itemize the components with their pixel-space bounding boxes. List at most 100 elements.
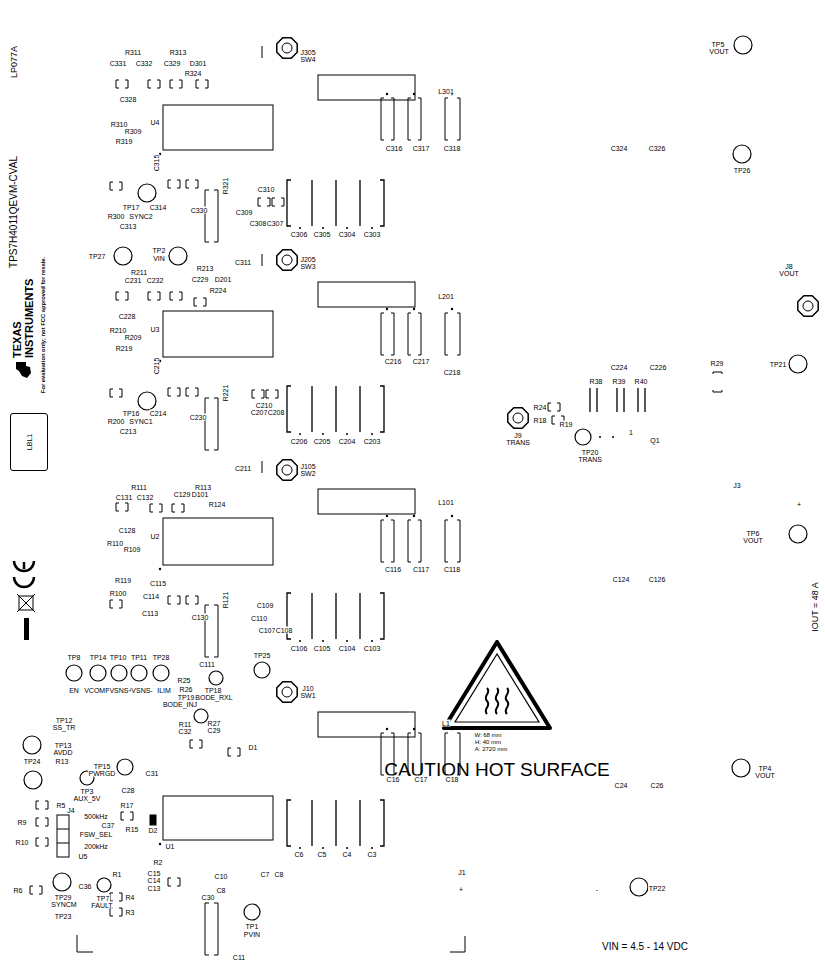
output-pad <box>798 296 818 316</box>
silkscreen-mark <box>159 568 161 570</box>
silkscreen-mark <box>138 392 156 410</box>
silkscreen-label: SW4 <box>300 56 316 63</box>
silkscreen-label: J3 <box>733 482 741 489</box>
silkscreen-label: VOUT <box>743 537 763 544</box>
jumper-header <box>57 815 69 857</box>
silkscreen-mark <box>148 292 160 300</box>
silkscreen-mark <box>258 198 270 206</box>
silkscreen-label: C8 <box>274 871 284 878</box>
silkscreen-label: C37 <box>101 822 115 829</box>
output-capacitors <box>381 308 460 355</box>
silkscreen-label: R211 <box>130 269 147 276</box>
silkscreen-mark <box>630 878 648 896</box>
silkscreen-label: AUX_5V <box>73 795 101 802</box>
silkscreen-label: C130 <box>191 614 209 621</box>
silkscreen-label: C6 <box>294 851 304 858</box>
silkscreen-mark <box>272 198 284 206</box>
silkscreen-label: C231 <box>124 277 142 284</box>
silkscreen-mark <box>121 812 133 820</box>
transistor-dots <box>599 436 614 438</box>
silkscreen-label: VOUT <box>755 772 775 779</box>
ic-outline <box>163 105 273 150</box>
silkscreen-mark <box>170 292 182 300</box>
silkscreen-label: TP17 <box>122 204 140 211</box>
silkscreen-label: R113 <box>194 484 211 491</box>
silkscreen-label: VOUT <box>779 270 799 277</box>
silkscreen-label: C303 <box>363 231 381 238</box>
silkscreen-label: C218 <box>443 369 461 376</box>
silkscreen-label: TP5 <box>711 41 725 48</box>
input-capacitors <box>287 386 384 435</box>
silkscreen-mark <box>734 36 752 54</box>
silkscreen-label: TP15 <box>93 763 111 770</box>
regulator-outlines <box>163 75 415 840</box>
silkscreen-mark <box>172 504 184 512</box>
silkscreen-mark <box>110 600 122 608</box>
silkscreen-mark <box>36 801 48 809</box>
silkscreen-label: VCOMP <box>84 687 111 694</box>
capacitor-outline <box>205 398 218 450</box>
silkscreen-label: C117 <box>412 566 429 573</box>
silkscreen-mark <box>186 180 198 188</box>
silkscreen-label: R2 <box>153 859 163 866</box>
silkscreen-label: TP8 <box>67 654 81 661</box>
silkscreen-mark <box>24 771 42 789</box>
silkscreen-mark <box>789 355 807 373</box>
silkscreen-label: TP21 <box>769 361 787 368</box>
silkscreen-mark <box>168 388 180 396</box>
silkscreen-label: R100 <box>109 590 127 597</box>
silkscreen-mark <box>116 80 128 88</box>
silkscreen-label: R121 <box>222 591 229 609</box>
silkscreen-label: C309 <box>235 209 253 216</box>
silkscreen-mark <box>150 504 162 512</box>
silkscreen-label: TP25 <box>253 652 271 659</box>
silkscreen-label: D2 <box>148 827 158 834</box>
silkscreen-mark <box>14 561 34 571</box>
silkscreen-label: C315 <box>153 154 160 172</box>
silkscreen-label: VSNS- <box>131 687 153 694</box>
silkscreen-label: TP10 <box>109 654 127 661</box>
silkscreen-mark <box>612 436 614 438</box>
silkscreen-mark <box>168 180 180 188</box>
silkscreen-label: C104 <box>338 645 356 652</box>
inductor-outline <box>318 75 415 100</box>
silkscreen-label: SYNCM <box>51 901 77 908</box>
silkscreen-label: C106 <box>290 645 308 652</box>
silkscreen-label: C124 <box>612 576 630 583</box>
silkscreen-label: C105 <box>313 645 331 652</box>
silkscreen-label: R213 <box>196 265 214 272</box>
heat-wave <box>486 688 489 714</box>
silkscreen-label: TP19 <box>177 694 195 701</box>
switch-node-pad <box>277 38 297 58</box>
silkscreen-label: C30 <box>201 894 215 901</box>
silkscreen-label: C318 <box>443 145 461 152</box>
silkscreen-label: SS_TR <box>52 724 76 731</box>
silkscreen-label: C5 <box>317 851 327 858</box>
silkscreen-label: R19 <box>559 421 573 428</box>
silkscreen-label: C26 <box>650 782 664 789</box>
silkscreen-mark <box>209 671 223 685</box>
silkscreen-label: FSW_SEL <box>79 831 113 838</box>
diode-mark <box>150 815 156 825</box>
silkscreen-mark <box>23 736 41 754</box>
heat-wave <box>506 688 509 714</box>
silkscreen-label: FAULT <box>91 902 113 909</box>
silkscreen-label: TP12 <box>55 717 73 724</box>
silkscreen-label: C132 <box>136 494 154 501</box>
silkscreen-mark <box>30 886 42 894</box>
silkscreen-label: R210 <box>109 327 127 334</box>
silkscreen-label: C11 <box>232 954 245 961</box>
silkscreen-mark <box>196 80 208 88</box>
silkscreen-mark <box>732 759 750 777</box>
silkscreen-label: C111 <box>199 661 216 668</box>
silkscreen-mark <box>548 403 560 411</box>
ic-outline <box>163 311 273 357</box>
output-capacitors <box>381 515 460 562</box>
silkscreen-mark <box>599 436 601 438</box>
silkscreen-mark <box>97 878 111 892</box>
silkscreen-label: Q1 <box>650 437 660 444</box>
silkscreen-label: R25 <box>177 677 191 684</box>
inductor-outline <box>318 712 415 737</box>
silkscreen-label: R221 <box>222 384 229 402</box>
silkscreen-label: TP4 <box>758 765 772 772</box>
